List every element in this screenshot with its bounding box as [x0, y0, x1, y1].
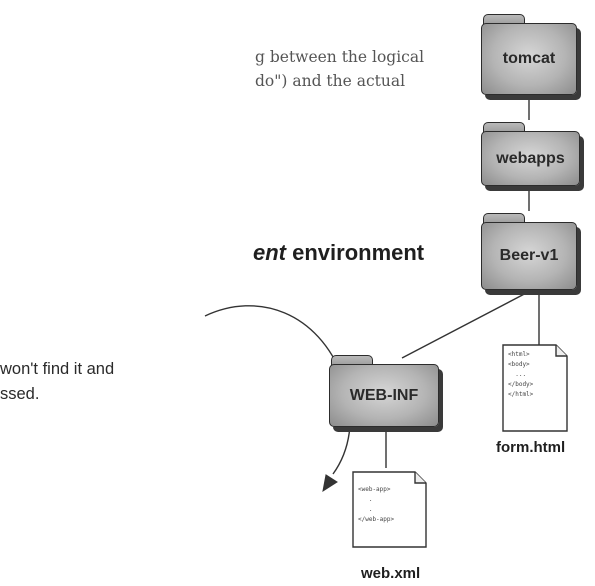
section-heading-italic: ent — [253, 240, 286, 265]
file-web-xml[interactable]: <web-app> . . </web-app> — [352, 471, 427, 548]
folder-beer-v1[interactable]: Beer-v1 — [481, 213, 577, 290]
intro-line-2: do") and the actual — [255, 72, 406, 90]
folder-body: WEB-INF — [329, 364, 439, 427]
folder-web-inf-label: WEB-INF — [349, 386, 419, 404]
folder-body: Beer-v1 — [481, 222, 577, 290]
body-line-1: won't find it and — [0, 360, 115, 378]
connector-beer-webinf — [401, 289, 533, 359]
folder-tomcat[interactable]: tomcat — [481, 14, 577, 95]
document-icon — [352, 471, 427, 548]
section-heading-rest: environment — [286, 240, 425, 265]
form-html-code: <html> <body> ... </body> </html> — [508, 351, 534, 398]
document-icon — [502, 344, 568, 432]
folder-webapps-label: webapps — [496, 149, 565, 167]
section-heading: ent environment — [253, 240, 424, 266]
body-line-2: ssed. — [0, 385, 40, 403]
folder-beer-v1-label: Beer-v1 — [499, 247, 559, 264]
intro-line-1: g between the logical — [255, 48, 425, 66]
folder-body: webapps — [481, 131, 580, 186]
folder-body: tomcat — [481, 23, 577, 95]
arrow-head — [322, 474, 338, 493]
intro-paragraph: g between the logical do") and the actua… — [255, 45, 424, 93]
web-xml-code: <web-app> . . </web-app> — [358, 486, 395, 523]
folder-web-inf[interactable]: WEB-INF — [329, 355, 439, 427]
file-form-html[interactable]: <html> <body> ... </body> </html> — [502, 344, 568, 432]
form-html-caption: form.html — [496, 439, 566, 456]
web-xml-caption: web.xml — [361, 565, 421, 582]
folder-webapps[interactable]: webapps — [481, 122, 580, 186]
body-paragraph: won't find it and ssed. — [0, 357, 114, 407]
folder-tomcat-label: tomcat — [502, 50, 556, 67]
